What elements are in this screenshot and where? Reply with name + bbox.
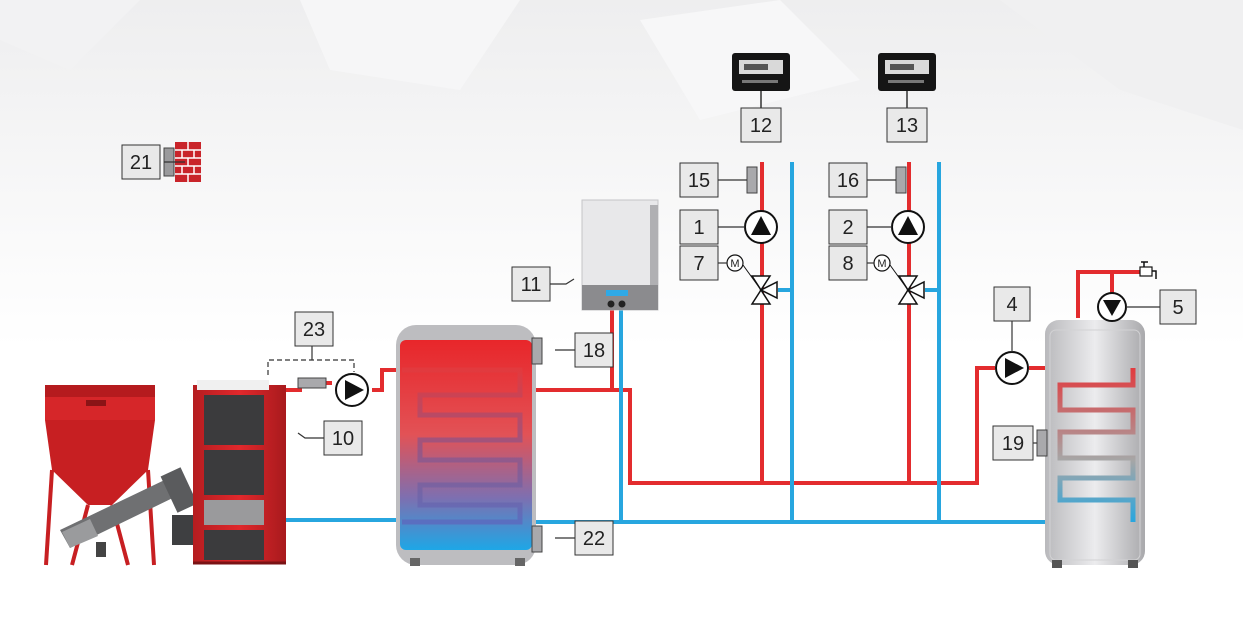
leader-lines bbox=[164, 161, 1160, 539]
valve-motor: M bbox=[873, 254, 909, 291]
room-thermostat-icon bbox=[732, 53, 790, 91]
svg-text:2: 2 bbox=[842, 217, 853, 239]
svg-text:18: 18 bbox=[583, 340, 605, 362]
svg-text:19: 19 bbox=[1002, 433, 1024, 455]
label-12: 12 bbox=[740, 107, 782, 143]
label-23: 23 bbox=[294, 311, 334, 347]
label-4: 4 bbox=[993, 286, 1031, 322]
water-tap-icon bbox=[1139, 261, 1157, 279]
buffer-tank bbox=[396, 325, 536, 566]
label-18: 18 bbox=[574, 332, 614, 368]
svg-text:21: 21 bbox=[130, 152, 152, 174]
svg-text:5: 5 bbox=[1172, 297, 1183, 319]
svg-text:22: 22 bbox=[583, 528, 605, 550]
label-15: 15 bbox=[679, 162, 719, 198]
three-way-mixing-valve-icon bbox=[897, 275, 925, 305]
svg-text:4: 4 bbox=[1006, 294, 1017, 316]
svg-text:15: 15 bbox=[688, 170, 710, 192]
label-8: 8 bbox=[828, 245, 868, 281]
svg-text:10: 10 bbox=[332, 428, 354, 450]
label-5: 5 bbox=[1159, 289, 1197, 325]
circulation-pump-icon bbox=[995, 351, 1029, 385]
svg-text:23: 23 bbox=[303, 319, 325, 341]
svg-text:7: 7 bbox=[693, 253, 704, 275]
circulation-pump-icon bbox=[335, 373, 369, 407]
label-1: 1 bbox=[679, 209, 719, 245]
svg-text:13: 13 bbox=[896, 115, 918, 137]
three-way-mixing-valve-icon bbox=[750, 275, 778, 305]
callout-labels: 12 13 15 1 7 16 2 8 bbox=[121, 107, 1197, 556]
label-13: 13 bbox=[886, 107, 928, 143]
valve-motor-label: M bbox=[730, 258, 739, 270]
circulation-pump-icon bbox=[744, 210, 778, 244]
label-19: 19 bbox=[992, 425, 1034, 461]
room-thermostat-icon bbox=[878, 53, 936, 91]
svg-text:8: 8 bbox=[842, 253, 853, 275]
label-22: 22 bbox=[574, 520, 614, 556]
circulation-pump-icon bbox=[891, 210, 925, 244]
svg-text:1: 1 bbox=[693, 217, 704, 239]
label-16: 16 bbox=[828, 162, 868, 198]
svg-text:11: 11 bbox=[521, 274, 542, 296]
label-10: 10 bbox=[323, 420, 363, 456]
valve-motor-label: M bbox=[877, 258, 886, 270]
circulation-pump-icon bbox=[1097, 292, 1127, 322]
dhw-tank bbox=[1045, 320, 1145, 568]
pellet-boiler bbox=[193, 380, 286, 565]
wall-gas-boiler bbox=[581, 199, 659, 311]
label-2: 2 bbox=[828, 209, 868, 245]
valve-motor: M bbox=[726, 254, 762, 291]
label-7: 7 bbox=[679, 245, 719, 281]
svg-text:12: 12 bbox=[750, 115, 772, 137]
label-21: 21 bbox=[121, 144, 161, 180]
label-11: 11 bbox=[511, 266, 551, 302]
svg-text:16: 16 bbox=[837, 170, 859, 192]
feeder-auger bbox=[60, 467, 198, 557]
flue-sensor bbox=[267, 359, 355, 389]
pellet-hopper bbox=[44, 385, 156, 566]
